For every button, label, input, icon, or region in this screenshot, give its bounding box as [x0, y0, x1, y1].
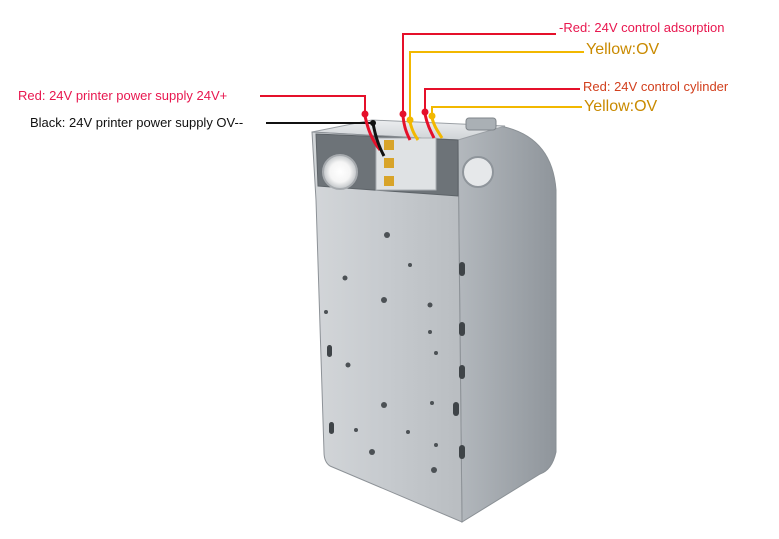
endpoint-yellow-top: [406, 116, 414, 124]
mounting-holes: [324, 232, 438, 473]
label-black-power: Black: 24V printer power supply OV--: [30, 115, 244, 130]
label-red-power: Red: 24V printer power supply 24V+: [18, 88, 228, 103]
endpoint-red-power: [361, 110, 369, 118]
leader-red-power: [260, 95, 366, 112]
leader-yellow-bottom: [431, 106, 582, 115]
housing: [311, 117, 557, 523]
endpoint-yellow-bottom: [428, 112, 436, 120]
edge-slots: [327, 262, 465, 459]
side-panel: [457, 125, 557, 523]
front-panel: [311, 131, 463, 523]
label-red-cylinder: Red: 24V control cylinder: [583, 79, 729, 94]
label-yellow-bottom: Yellow:OV: [584, 98, 658, 115]
leader-red-cylinder: [424, 88, 580, 110]
connector: [384, 140, 394, 150]
lamp-icon: [322, 154, 358, 190]
connector: [384, 158, 394, 168]
leader-red-adsorption: [402, 33, 556, 112]
wires: [363, 113, 444, 157]
label-red-adsorption: -Red: 24V control adsorption: [559, 20, 725, 35]
leader-yellow-top: [409, 51, 584, 118]
endpoint-red-adsorption: [399, 110, 407, 118]
wire-endpoints: [361, 108, 436, 126]
label-yellow-top: Yellow:OV: [586, 41, 660, 58]
endpoint-red-cylinder: [421, 108, 429, 116]
leader-lines: [260, 33, 584, 124]
connector: [384, 176, 394, 186]
hinge: [465, 117, 497, 131]
gauge-icon: [462, 156, 494, 188]
